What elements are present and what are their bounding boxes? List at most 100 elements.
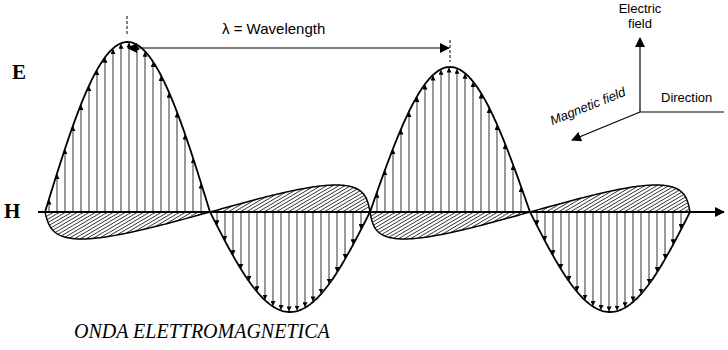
magnetic-hatch [145,212,174,229]
magnetic-hatch [246,194,276,212]
magnetic-hatch [53,212,84,230]
electric-arrow [561,212,562,268]
magnetic-hatch [234,200,255,212]
electric-arrow [129,43,130,212]
direction-axis [640,111,724,112]
electric-arrow [577,212,578,291]
electric-arrow [265,212,266,299]
magnetic-hatch [93,212,138,238]
electric-arrow [465,74,466,212]
wavelength-dimension [128,48,449,49]
electric-arrow [633,212,634,301]
magnetic-hatch [374,212,396,225]
magnetic-hatch [654,194,684,212]
electric-arrow [497,125,498,212]
electric-arrow [521,188,522,212]
electric-arrow [393,150,394,212]
magnetic-hatch [606,185,652,212]
electric-arrow [377,193,378,212]
magnetic-hatch [47,212,60,220]
electric-field-axis [639,38,640,112]
wavelength-tick [450,40,451,62]
electric-arrow [585,212,586,299]
electric-arrow [409,113,410,212]
electric-arrow [361,212,362,229]
electric-arrow [185,135,186,212]
electric-arrow [433,76,434,212]
electric-arrow [145,52,146,212]
field-letter: E [12,60,26,84]
magnetic-hatch [336,195,364,212]
magnetic-hatch [86,212,132,239]
electric-arrow [641,212,642,293]
magnetic-hatch [318,189,357,212]
electric-arrow [241,212,242,268]
electric-arrow [57,174,58,212]
magnetic-hatch [375,212,402,228]
electric-arrow [121,44,122,212]
electric-arrow [321,212,322,293]
electric-arrow [153,63,154,212]
electric-arrow [649,212,650,283]
electric-arrow [625,212,626,307]
electric-arrow [65,150,66,212]
magnetic-hatch [70,212,114,238]
electric-arrow [97,71,98,212]
magnetic-hatch [258,190,295,212]
electric-curve [45,42,690,312]
electric-arrow [425,85,426,212]
electric-arrow [457,69,458,212]
electric-wave [45,42,690,312]
field-letter: H [4,199,20,223]
magnetic-hatch [74,212,120,239]
axis-label: Direction [661,91,712,106]
electric-arrow [289,212,290,311]
electric-arrow [89,87,90,212]
electric-arrow [489,108,490,212]
magnetic-hatch [482,212,504,225]
electric-arrow [385,171,386,212]
electric-arrow [609,212,610,311]
magnetic-hatch [342,198,366,212]
magnetic-hatch [385,212,426,236]
magnetic-hatch [377,212,408,230]
electric-arrow [105,58,106,212]
electric-arrow [329,212,330,283]
electric-arrow [569,212,570,280]
magnetic-hatch [393,212,438,238]
axis-label: Electric field [606,2,674,32]
electric-arrow [201,184,202,212]
magnetic-hatch [672,203,688,212]
electric-arrow [73,127,74,212]
figure-caption: ONDA ELETTROMAGNETICA [74,320,330,343]
magnetic-hatch [49,212,72,225]
electric-arrow [617,212,618,310]
magnetic-hatch [348,201,367,212]
electric-arrow [345,212,346,258]
electric-arrow [177,113,178,212]
electric-arrow [313,212,314,301]
electric-arrow [225,212,226,240]
electric-arrow [417,97,418,212]
electric-arrow [297,212,298,310]
magnetic-hatch [624,186,668,212]
magnetic-hatch [166,212,186,224]
electric-arrow [401,130,402,212]
electric-arrow [593,212,594,305]
electric-arrow [305,212,306,307]
electric-arrow [81,105,82,212]
electric-arrow [505,145,506,212]
electric-arrow [441,70,442,212]
electric-arrow [553,212,554,255]
wavelength-label: λ = Wavelength [222,20,325,37]
electric-arrow [257,212,258,291]
electric-arrow [337,212,338,271]
magnetic-hatch [354,204,368,212]
magnetic-hatch [155,212,180,227]
electric-arrow [113,49,114,212]
magnetic-hatch [461,212,492,230]
magnetic-hatch [61,212,102,236]
magnetic-hatch [288,185,334,212]
